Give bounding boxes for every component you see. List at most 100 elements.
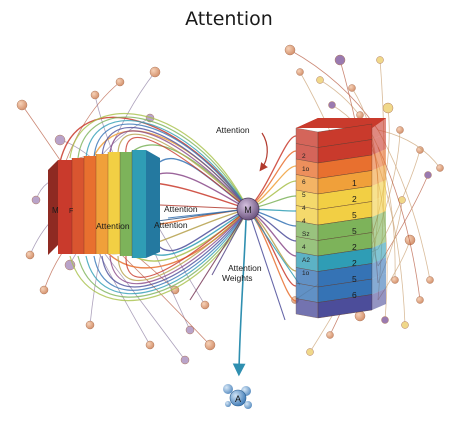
peripheral-node [54,134,66,146]
peripheral-node [185,325,195,335]
peripheral-node [31,195,41,205]
right-stack-side-label: A2 [302,257,310,264]
right-stack-front-label: 6 [352,290,357,300]
right-layer-edge [372,211,386,233]
attention-curve-bottom [77,208,249,298]
attention-curve-bottom [117,208,249,282]
peripheral-node [296,68,304,76]
left-panel-letter-1: M [52,206,59,215]
attention-curve-bottom [93,208,249,291]
panel-teal [132,150,146,258]
peripheral-node [316,76,324,84]
output-bubble-cluster: A [223,384,252,409]
peripheral-node [115,77,125,87]
attention-curve-bottom [85,208,249,295]
left-stack-side-face [48,160,58,255]
right-layer-edge [372,226,386,248]
hub-to-right-curve [247,208,297,302]
peripheral-node [328,101,336,109]
peripheral-node [416,296,424,304]
right-layer-edge [372,118,386,140]
peripheral-node [424,171,432,179]
peripheral-link [377,129,431,281]
right-stack-front-label: 1 [352,178,357,188]
right-layer-edge [372,149,386,171]
right-stack-front-label: 2 [352,194,357,204]
right-stack-front-label: 5 [352,210,357,220]
peripheral-node [401,321,409,329]
hub-ray [159,204,249,210]
peripheral-node [354,310,366,322]
peripheral-node [356,111,364,119]
panel-green [120,152,132,256]
hub-ray [211,208,249,276]
hub-label: M [244,205,252,215]
peripheral-node [376,56,384,64]
peripheral-node [306,348,314,356]
peripheral-node [90,90,100,100]
attention-label-mid-right: Attention [164,204,198,214]
hub-to-right-curve [247,135,297,210]
peripheral-node [396,126,404,134]
peripheral-node [382,102,394,114]
hub-ray [189,208,249,301]
peripheral-node [145,340,155,350]
peripheral-node [16,99,28,111]
right-stack-front-label: 5 [352,226,357,236]
right-stack-side-label: 2 [302,153,306,160]
panel-teal-side [146,150,160,258]
right-layer-edge [372,164,386,186]
right-stack-side-label: 1o [302,166,310,173]
left-panel-letter-2: F [69,208,73,215]
right-stack-front-label: 2 [352,242,357,252]
attention-weights-label-line1: Attention [228,263,262,273]
peripheral-node [204,339,216,351]
right-layer-edge [372,195,386,217]
attention-curve-top [101,126,249,210]
right-stack-front-label: 2 [352,258,357,268]
right-layer-edge [372,257,386,279]
top-attention-arrow [259,132,268,172]
attention-curve-bottom [101,208,249,288]
right-stack-side-label: 5 [302,192,306,199]
peripheral-node [416,146,424,154]
peripheral-node [200,300,210,310]
right-stack-side-label: 4 [302,205,306,212]
attention-weights-label-line2: Weights [222,273,253,283]
peripheral-node [348,84,356,92]
attention-curve-top [125,136,249,210]
panel-orange [84,156,96,254]
peripheral-node [25,250,35,260]
hub-ray [167,208,249,219]
peripheral-node [334,54,346,66]
diagram-title: Attention [185,8,273,30]
hub-ray [247,208,301,286]
attention-curve-top [69,113,249,210]
right-stack-side-label: Sz [302,231,310,238]
peripheral-node [326,331,334,339]
peripheral-node [391,276,399,284]
attention-label-mid-left: Attention [154,220,188,230]
panel-red [58,160,72,254]
panel-red-orange [72,158,84,254]
peripheral-link [21,104,61,161]
right-stack-front-label: 5 [352,274,357,284]
attention-curve-top [77,116,249,210]
right-layer-edge [372,133,386,155]
peripheral-node [404,234,416,246]
attention-label-left-stack: Attention [96,221,130,231]
hub-ray [247,208,286,321]
attention-curve-top [85,120,249,210]
right-layer-edge [372,288,386,310]
panel-amber [96,154,108,254]
attention-curve-bottom [109,208,249,285]
right-stack-side-label: 4 [302,244,306,251]
peripheral-node [39,285,49,295]
attention-curve-top [93,123,249,210]
peripheral-node [85,320,95,330]
right-stack-side-label: 1o [302,270,310,277]
right-layer-edge [372,180,386,202]
attention-curve-bottom [69,208,249,302]
